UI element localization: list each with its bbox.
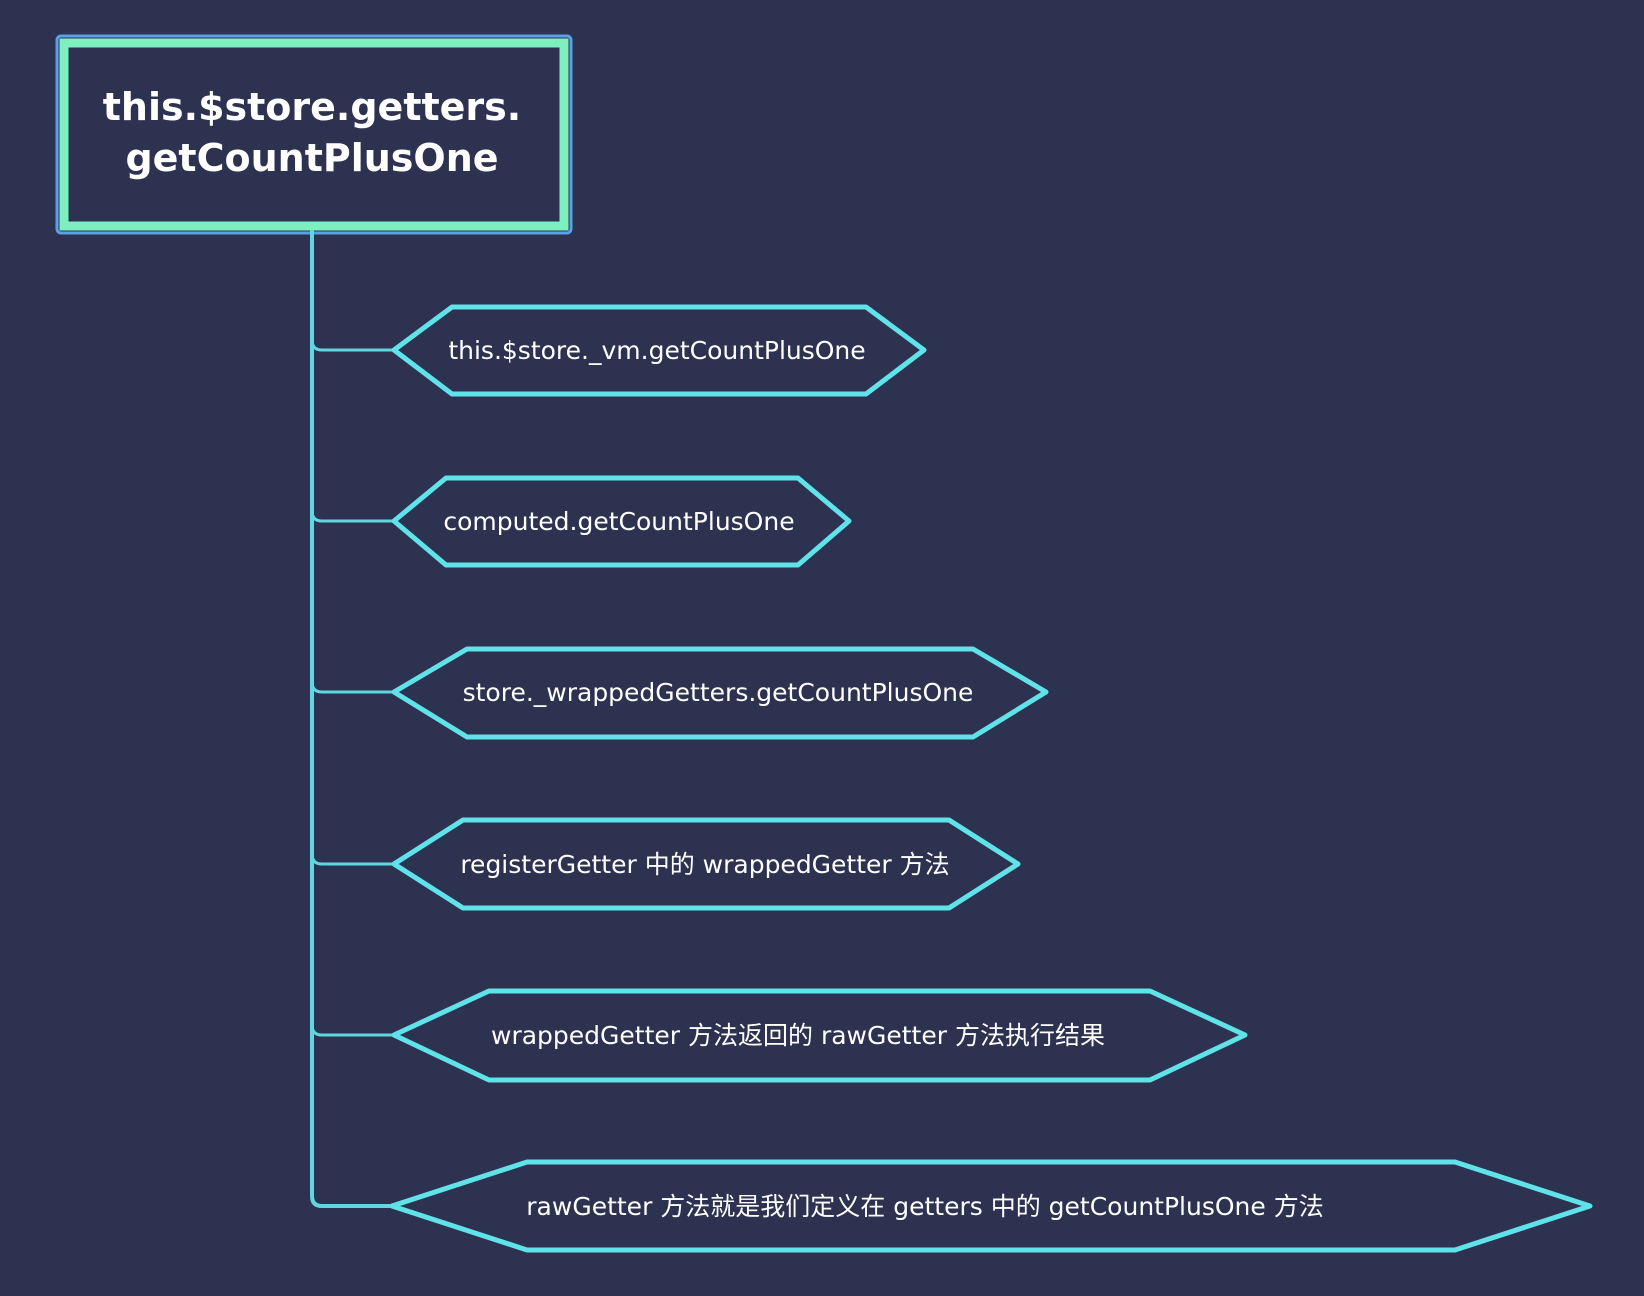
branch-connector-5	[310, 1024, 392, 1037]
step-node-4: registerGetter 中的 wrappedGetter 方法	[391, 817, 1021, 911]
branch-connector-4	[310, 853, 392, 866]
root-title-line-2: getCountPlusOne	[125, 136, 498, 180]
step-node-1: this.$store._vm.getCountPlusOne	[391, 304, 927, 397]
step-label-4: registerGetter 中的 wrappedGetter 方法	[460, 850, 949, 879]
root-title-line-1: this.$store.getters.	[103, 85, 521, 129]
step-label-5: wrappedGetter 方法返回的 rawGetter 方法执行结果	[491, 1021, 1105, 1050]
step-label-2: computed.getCountPlusOne	[443, 507, 794, 536]
step-node-6: rawGetter 方法就是我们定义在 getters 中的 getCountP…	[389, 1159, 1593, 1253]
trunk-connector	[310, 230, 390, 1208]
branch-connector-1	[310, 339, 392, 352]
step-node-3: store._wrappedGetters.getCountPlusOne	[391, 646, 1049, 740]
step-label-1: this.$store._vm.getCountPlusOne	[448, 336, 865, 365]
root-node: this.$store.getters. getCountPlusOne	[55, 34, 573, 235]
step-label-6: rawGetter 方法就是我们定义在 getters 中的 getCountP…	[526, 1192, 1323, 1221]
step-label-3: store._wrappedGetters.getCountPlusOne	[463, 678, 974, 707]
step-node-2: computed.getCountPlusOne	[391, 475, 852, 568]
branch-connector-2	[310, 510, 392, 523]
branch-connector-3	[310, 681, 392, 694]
step-node-5: wrappedGetter 方法返回的 rawGetter 方法执行结果	[391, 988, 1248, 1083]
branch-connectors	[310, 339, 392, 1037]
